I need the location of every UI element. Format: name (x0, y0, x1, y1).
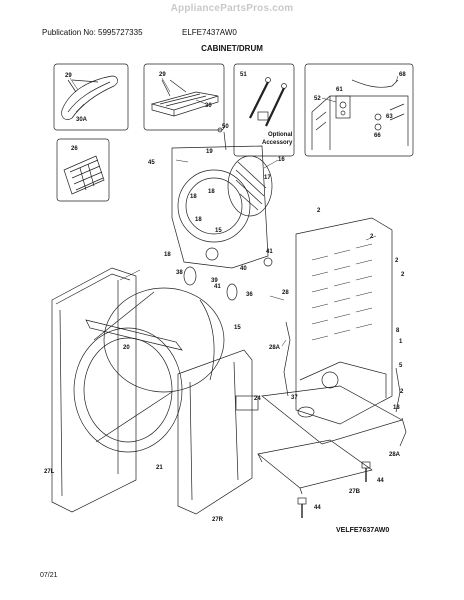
right-side-panel (295, 217, 393, 425)
callout: 2 (400, 389, 404, 395)
callout: 63 (386, 114, 393, 120)
callout: 51 (240, 72, 247, 78)
left-side-panel (51, 267, 137, 513)
lint-filter (63, 155, 105, 195)
callout: 17 (264, 175, 271, 181)
rear-bulkhead (171, 145, 269, 269)
callout: 28 (282, 290, 289, 296)
callout: 2 (401, 272, 405, 278)
blower-vent (227, 155, 273, 217)
callout: 18 (190, 194, 197, 200)
callout: 41 (266, 249, 273, 255)
callout: 38 (176, 270, 183, 276)
inset-box-optional (233, 63, 295, 157)
handle-part (61, 75, 118, 120)
model-number: ELFE7437AW0 (182, 28, 237, 37)
callout: 1 (399, 339, 403, 345)
callout: 44 (377, 478, 384, 484)
callout: 68 (399, 72, 406, 78)
callout: 18 (208, 189, 215, 195)
inset-box-handle (53, 63, 129, 131)
callout: 29 (159, 72, 166, 78)
diagram-code: VELFE7637AW0 (336, 527, 390, 534)
drum (103, 287, 225, 393)
callout: 26 (71, 146, 78, 152)
inset-box-vent (143, 63, 225, 131)
callout: 15 (215, 228, 222, 234)
callout: 45 (148, 160, 155, 166)
callout: 20 (123, 345, 130, 351)
callout: 37 (291, 395, 298, 401)
drum-roller-2 (226, 283, 238, 301)
callout: 19 (206, 149, 213, 155)
inset-box-filter (56, 138, 110, 202)
callout: 39 (211, 278, 218, 284)
publication-number: Publication No: 5995727335 (42, 28, 143, 37)
base-bottom (257, 439, 373, 489)
callout: 36 (246, 292, 253, 298)
callout: 27B (349, 489, 361, 495)
accessory-rod-1 (249, 81, 269, 119)
callout: 8 (396, 328, 400, 334)
callout: 30A (76, 117, 88, 123)
callout: 2 (370, 234, 374, 240)
drum-roller (183, 266, 197, 286)
callout: 2 (317, 208, 321, 214)
callout: 2 (395, 258, 399, 264)
front-brace (85, 319, 183, 351)
callout: 18 (195, 217, 202, 223)
front-panel (177, 349, 253, 515)
callout: 66 (374, 133, 381, 139)
callout: 21 (156, 465, 163, 471)
callout: 50 (222, 124, 229, 130)
watermark: AppliancePartsPros.com (170, 3, 294, 14)
callout: 41 (214, 284, 221, 290)
callout: 40 (240, 266, 247, 272)
callout: 29 (65, 73, 72, 79)
callout: 52 (314, 96, 321, 102)
side-rail-right (395, 367, 401, 413)
side-rail-left (283, 321, 291, 397)
callout: 28A (269, 345, 281, 351)
section-title: CABINET/DRUM (201, 44, 263, 53)
revision-date: 07/21 (40, 572, 58, 579)
callout: 18 (164, 252, 171, 258)
wire (351, 79, 399, 88)
callout: 24 (254, 396, 261, 402)
callout: 27L (44, 469, 55, 475)
accessory-label: Accessory (262, 140, 293, 146)
motor-mount (235, 395, 259, 411)
callout: 44 (314, 505, 321, 511)
inset-box-terminal (304, 63, 414, 157)
terminal-block (335, 95, 351, 119)
base-plate (261, 385, 403, 445)
optional-label: Optional (268, 132, 293, 138)
callout: 61 (336, 87, 343, 93)
drum-opening (73, 327, 183, 453)
callout: 18 (393, 405, 400, 411)
callout: 5 (399, 363, 403, 369)
callout: 30 (205, 103, 212, 109)
callout: 28A (389, 452, 401, 458)
callout: 27R (212, 517, 224, 523)
accessory-rod-2 (265, 87, 285, 127)
callout: 15 (234, 325, 241, 331)
callout: 16 (278, 157, 285, 163)
